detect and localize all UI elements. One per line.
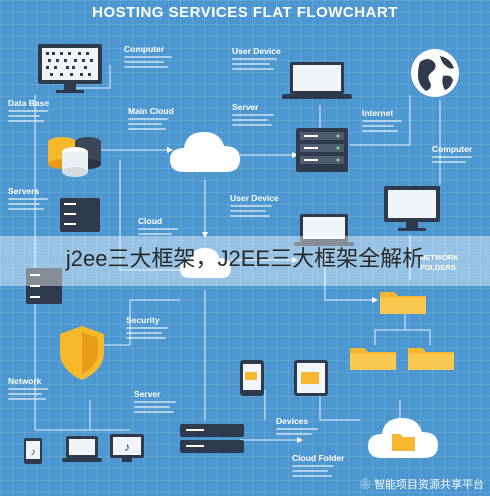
label-computer-right: Computer xyxy=(432,144,473,154)
desc-computer-top xyxy=(124,56,172,71)
watermark: ❀ 智能项目资源共享平台 xyxy=(360,476,484,492)
database-icon xyxy=(48,137,101,177)
label-data-base: Data Base xyxy=(8,98,50,108)
desc-security xyxy=(126,327,168,342)
desc-main-cloud xyxy=(128,118,168,133)
label-network-folders: NETWORK FOLDERS xyxy=(420,253,459,272)
desktop-monitor-icon xyxy=(384,186,440,231)
laptop-icon xyxy=(282,62,352,99)
desc-cloud-folder xyxy=(292,465,334,480)
laptop-small-icon xyxy=(62,436,102,462)
user-device-laptop-icon xyxy=(294,214,354,246)
paw-icon: ❀ xyxy=(359,479,371,491)
main-cloud-icon xyxy=(170,132,240,172)
overlay-banner xyxy=(0,236,490,286)
label-main-cloud: Main Cloud xyxy=(128,106,174,116)
label-security: Security xyxy=(126,315,160,325)
computer-monitor-icon xyxy=(38,44,102,93)
svg-text:♪: ♪ xyxy=(31,447,36,458)
watermark-text: 智能项目资源共享平台 xyxy=(374,479,484,491)
tablet-icon xyxy=(294,360,328,396)
label-user-device-top: User Device xyxy=(232,46,281,56)
smartphone-icon xyxy=(240,360,264,396)
desc-network xyxy=(8,388,48,403)
server-rack-icon xyxy=(296,128,348,172)
label-user-device-mid: User Device xyxy=(230,193,279,203)
svg-text:♪: ♪ xyxy=(124,440,130,454)
cloud-icon xyxy=(180,248,231,278)
overlay-title: j2ee三大框架，J2EE三大框架全解析 xyxy=(65,246,425,271)
label-server-bottom: Server xyxy=(134,389,161,399)
desc-internet xyxy=(362,120,402,135)
desc-server-bottom xyxy=(134,401,176,416)
label-server-top: Server xyxy=(232,102,259,112)
label-network: Network xyxy=(8,376,42,386)
desc-user-device-top xyxy=(232,58,277,73)
label-cloud-folder: Cloud Folder xyxy=(292,453,345,463)
desc-computer-right xyxy=(432,156,472,166)
desc-data-base xyxy=(8,110,48,125)
desc-cloud xyxy=(138,228,178,238)
label-computer-top: Computer xyxy=(124,44,165,54)
label-internet: Internet xyxy=(362,108,394,118)
label-devices: Devices xyxy=(276,416,309,426)
desc-devices xyxy=(276,428,318,438)
server-stack-icon xyxy=(26,268,62,304)
desc-server-top xyxy=(232,114,274,129)
page-title: HOSTING SERVICES FLAT FLOWCHART xyxy=(92,4,398,21)
server-unit-icon xyxy=(180,424,244,453)
folder-icon xyxy=(408,348,454,370)
desc-user-device-mid xyxy=(230,205,272,220)
folder-icon xyxy=(380,292,426,314)
label-servers: Servers xyxy=(8,186,40,196)
label-cloud: Cloud xyxy=(138,216,163,226)
desc-servers xyxy=(8,198,48,213)
servers-icon xyxy=(60,198,100,232)
shield-icon xyxy=(60,326,104,380)
music-phone-icon: ♪ xyxy=(24,438,42,464)
music-monitor-icon: ♪ xyxy=(110,434,144,462)
cloud-folder-icon xyxy=(368,418,438,458)
globe-icon xyxy=(411,49,459,97)
folder-icon xyxy=(350,348,396,370)
